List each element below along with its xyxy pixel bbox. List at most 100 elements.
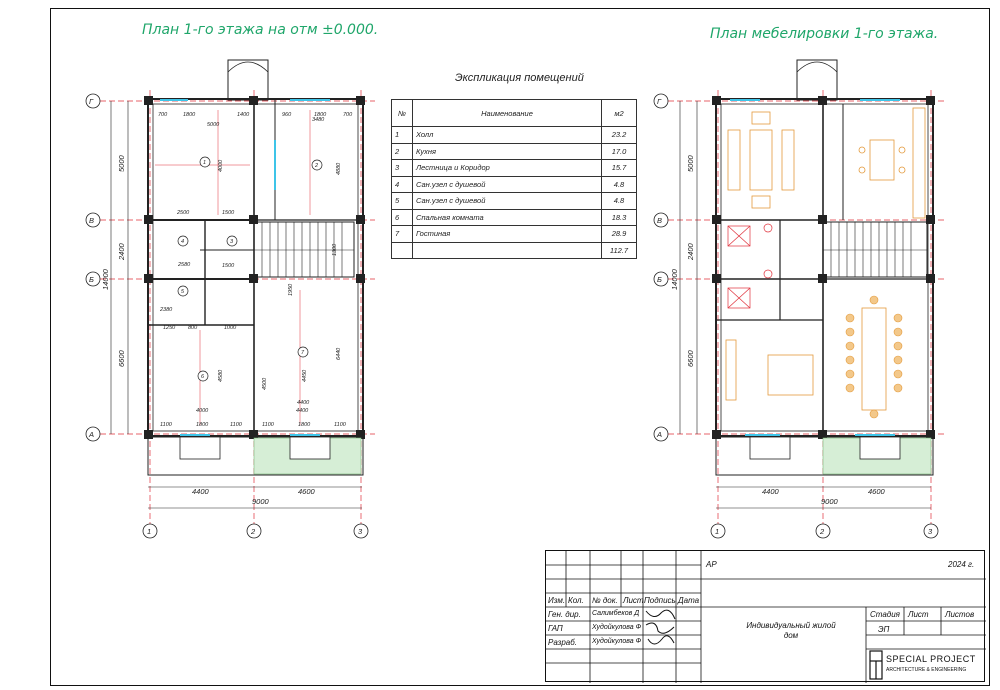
- bottom-chain-3: 1100: [262, 422, 275, 428]
- axis-b-right: Б: [657, 275, 662, 284]
- col-doc: № док.: [592, 596, 618, 605]
- explication-header-row: № Наименование м2: [391, 99, 637, 127]
- role-razrab: Разраб.: [548, 638, 577, 647]
- axis-g-right: Г: [657, 97, 662, 106]
- mark-0: 2500: [176, 210, 190, 216]
- role-gap: ГАП: [548, 624, 563, 633]
- company-logo-icon: [869, 650, 883, 680]
- title-block-grid: [546, 551, 986, 683]
- col-kol: Кол.: [568, 596, 584, 605]
- role-gen-dir: Ген. дир.: [548, 610, 581, 619]
- col-date: Дата: [678, 596, 700, 605]
- dim-2400: 2400: [117, 242, 126, 261]
- room-num-1: 1: [203, 160, 206, 166]
- mark-1: 1500: [222, 210, 235, 216]
- project-year: 2024 г.: [948, 560, 975, 569]
- mark-8: 1000: [224, 325, 237, 331]
- company-name: SPECIAL PROJECT: [886, 654, 976, 664]
- bottom-chain-2: 1100: [230, 422, 243, 428]
- sheet-label: Лист: [908, 610, 929, 619]
- axis-v-right: В: [657, 216, 662, 225]
- mark-6: 1250: [163, 325, 176, 331]
- dim-6600: 6600: [117, 349, 126, 367]
- stage-label: Стадия: [870, 610, 900, 619]
- mark-14: 1950: [288, 283, 294, 296]
- mark-10: 4500: [262, 377, 268, 390]
- right-plan-title: План мебелировки 1-го этажа.: [710, 26, 939, 42]
- signature-marks: [645, 609, 676, 645]
- top-chain-1: 1800: [183, 112, 196, 118]
- bottom-chain-1: 1800: [196, 422, 209, 428]
- axis-2-left: 2: [250, 527, 256, 536]
- title-block: АР 2024 г. Изм. Кол. № док. Лист Подпись…: [545, 550, 986, 683]
- sheets-label: Листов: [945, 610, 975, 619]
- bottom-chain-5: 1100: [334, 422, 347, 428]
- dim-5000-right: 5000: [686, 154, 695, 172]
- room-num-6: 6: [201, 374, 205, 380]
- dim-overall-right: 9000: [821, 497, 839, 506]
- col-list: Лист: [623, 596, 644, 605]
- dim-2400-right: 2400: [686, 242, 695, 261]
- explication-title: Экспликация помещений: [455, 72, 584, 84]
- name-gen-dir: Салимбеков Д: [592, 610, 640, 617]
- dim-right-span: 4600: [298, 487, 316, 496]
- dim-inner-5000: 5000: [207, 122, 220, 128]
- dim-bottom-4400: 4400: [296, 408, 309, 414]
- left-plan-title: План 1-го этажа на отм ±0.000.: [142, 22, 379, 38]
- mark-11: 4450: [302, 369, 308, 382]
- mark-3: 4000: [218, 159, 224, 172]
- mark-2: 1500: [222, 263, 235, 269]
- dim-inner-6440: 6440: [336, 347, 342, 360]
- mark-15: 2380: [159, 307, 173, 313]
- axis-2-right: 2: [819, 527, 825, 536]
- axis-a-left: А: [88, 430, 94, 439]
- dim-5000: 5000: [117, 154, 126, 172]
- dim-overall: 9000: [252, 497, 270, 506]
- company-sub: ARCHITECTURE & ENGINEERING: [886, 667, 967, 673]
- mark-7: 800: [188, 325, 198, 331]
- axis-g-left: Г: [89, 97, 94, 106]
- mark-9: 4580: [218, 369, 224, 382]
- dim-total-height-right: 14000: [670, 268, 679, 290]
- axis-1-right: 1: [715, 527, 719, 536]
- total-area: 112.7: [601, 241, 637, 259]
- col-izm: Изм.: [548, 596, 566, 605]
- mark-5: 2580: [177, 262, 191, 268]
- axis-3-left: 3: [358, 527, 363, 536]
- stage-value: ЭП: [878, 625, 890, 634]
- top-chain-5: 700: [343, 112, 353, 118]
- explication-header-name: Наименование: [412, 99, 602, 127]
- table-total-row: 112.7: [391, 241, 637, 259]
- project-code: АР: [706, 560, 717, 569]
- room-num-7: 7: [301, 350, 305, 356]
- room-num-5: 5: [181, 289, 185, 295]
- top-chain-0: 700: [158, 112, 168, 118]
- explication-header-area: м2: [601, 99, 637, 127]
- bottom-chain-0: 1100: [160, 422, 173, 428]
- top-chain-4: 1800: [314, 112, 327, 118]
- axis-b-left: Б: [89, 275, 94, 284]
- dim-left-span: 4400: [192, 487, 210, 496]
- room-num-4: 4: [181, 239, 184, 245]
- top-chain-2: 1400: [237, 112, 250, 118]
- room-num-2: 2: [314, 163, 318, 169]
- dim-right-span-right: 4600: [868, 487, 886, 496]
- top-chain-3: 960: [282, 112, 292, 118]
- col-sign: Подпись: [644, 596, 676, 605]
- mark-4: 1300: [332, 243, 338, 256]
- name-gap: Худойкулова Ф: [592, 624, 642, 631]
- room-num-3: 3: [230, 239, 234, 245]
- object-name: Индивидуальный жилой дом: [746, 621, 836, 640]
- axis-3-right: 3: [928, 527, 933, 536]
- axis-1-left: 1: [147, 527, 151, 536]
- dim-bottom-4000: 4000: [196, 408, 209, 414]
- mark-13: 3480: [312, 117, 325, 123]
- sheet-frame: [50, 8, 990, 686]
- dim-total-height: 14000: [101, 268, 110, 290]
- axis-v-left: В: [89, 216, 94, 225]
